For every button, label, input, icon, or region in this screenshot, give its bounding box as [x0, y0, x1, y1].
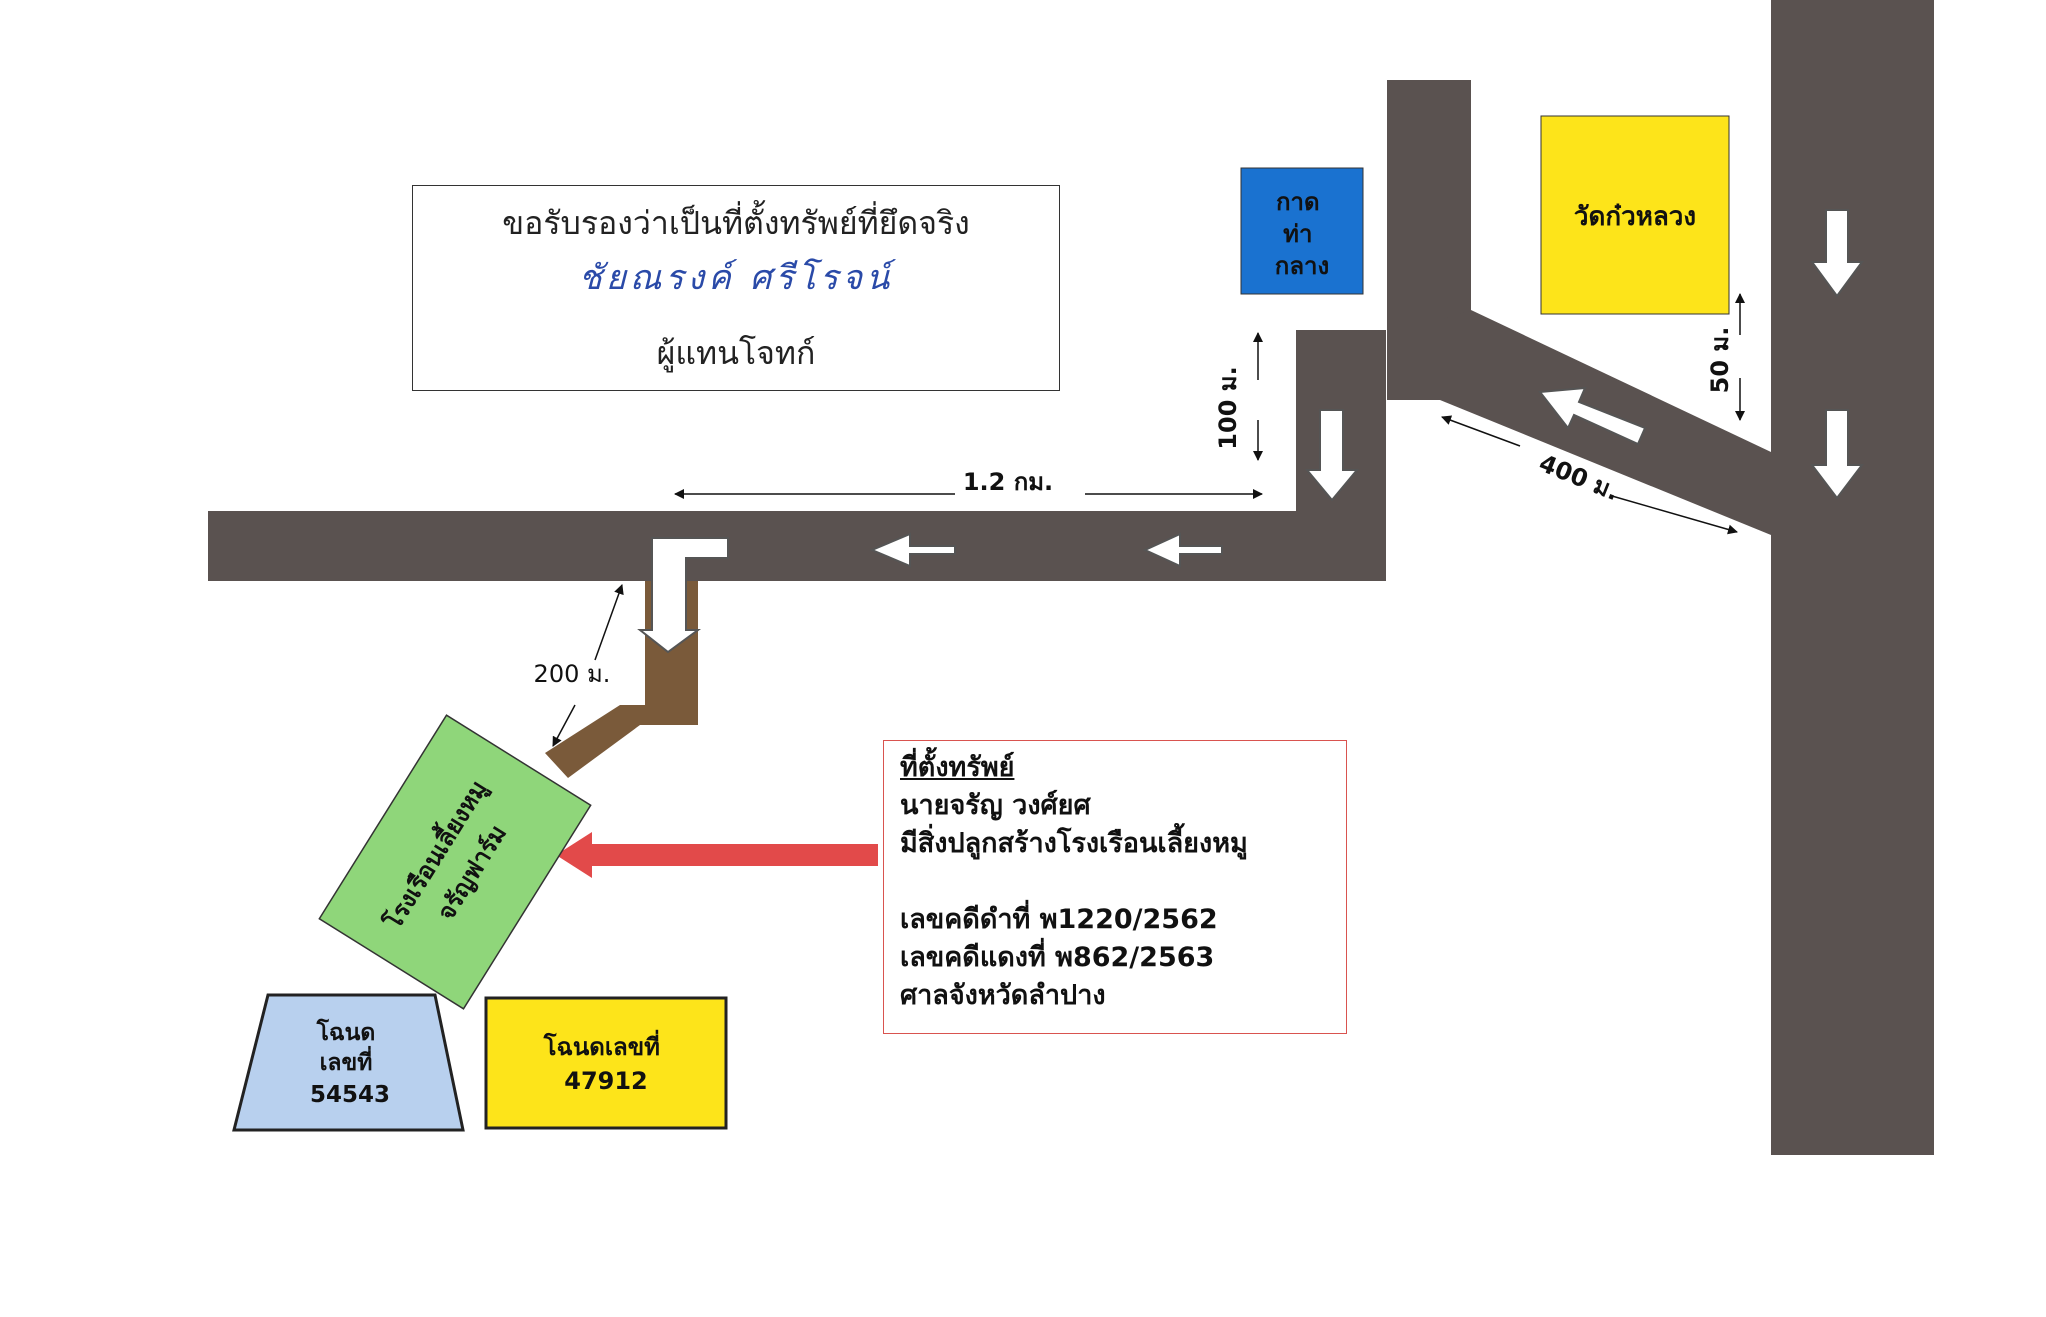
deed-54543-label: โฉนด เลขที่ 54543 [310, 1018, 390, 1108]
distance-50m: 50 ม. [1706, 327, 1734, 394]
arrow-turn-down [637, 537, 729, 654]
road-right-vertical [1771, 0, 1934, 1155]
red-pointer-arrow [556, 832, 878, 878]
dist-line-200m-up [594, 584, 624, 661]
certification-role: ผู้แทนโจทก์ [656, 334, 816, 372]
distance-1-2km: 1.2 กม. [963, 468, 1053, 496]
court-name: ศาลจังหวัดลำปาง [900, 980, 1106, 1011]
distance-200m: 200 ม. [534, 660, 611, 688]
market-label-l1: กาด [1276, 188, 1320, 216]
arrow-diagonal [1538, 386, 1647, 446]
dist-line-400m-up [1441, 415, 1521, 447]
info-spacer [900, 863, 1330, 901]
direction-arrows [637, 209, 1865, 654]
property-info-box: ที่ตั้งทรัพย์ นายจรัญ วงศ์ยศ มีสิ่งปลูกส… [883, 740, 1347, 1034]
arrow-down-1 [1304, 409, 1360, 502]
arrow-left-1 [1142, 532, 1223, 568]
deed-47912-l2: 47912 [564, 1067, 648, 1095]
certification-box: ขอรับรองว่าเป็นที่ตั้งทรัพย์ที่ยึดจริง ช… [412, 185, 1060, 391]
property-structure: มีสิ่งปลูกสร้างโรงเรือนเลี้ยงหมู [900, 828, 1248, 859]
farm-box [318, 714, 592, 1010]
dist-line-200m-down [552, 704, 576, 747]
distance-100m: 100 ม. [1214, 366, 1242, 449]
deed-47912-l1: โฉนดเลขที่ [543, 1029, 660, 1061]
dist-line-400m-down [1611, 495, 1738, 535]
distance-lines [552, 293, 1745, 747]
deed-54543-l1: โฉนด [316, 1018, 376, 1046]
deed-47912-box [484, 996, 728, 1130]
case-red-number: เลขคดีแดงที่ พ862/2563 [900, 942, 1215, 973]
deed-54543-box [232, 993, 465, 1132]
deed-54543-l2: เลขที่ [320, 1045, 373, 1076]
arrow-down-2 [1810, 209, 1864, 298]
market-label-l2: ท่า [1283, 220, 1312, 248]
deed-54543-l3: 54543 [310, 1082, 390, 1108]
property-info-title: ที่ตั้งทรัพย์ [900, 752, 1015, 783]
arrow-left-2 [869, 532, 956, 568]
market-label-l3: กลาง [1275, 252, 1329, 280]
temple-label: วัดก๋วหลวง [1574, 202, 1696, 232]
market-box [1240, 167, 1364, 295]
certification-signature: ชัยณรงค์ ศรีโรจน์ [578, 258, 894, 298]
arrow-down-3 [1809, 409, 1865, 500]
case-black-number: เลขคดีดำที่ พ1220/2562 [900, 904, 1218, 935]
market-label: กาด ท่า กลาง [1275, 188, 1329, 280]
deed-47912-label: โฉนดเลขที่ 47912 [543, 1029, 669, 1095]
temple-box [1540, 115, 1730, 315]
farm-group: โรงเรือนเลี้ยงหมู จรัญฟาร์ม [318, 714, 592, 1010]
certification-statement: ขอรับรองว่าเป็นที่ตั้งทรัพย์ที่ยึดจริง [502, 204, 970, 242]
property-owner: นายจรัญ วงศ์ยศ [900, 790, 1091, 821]
